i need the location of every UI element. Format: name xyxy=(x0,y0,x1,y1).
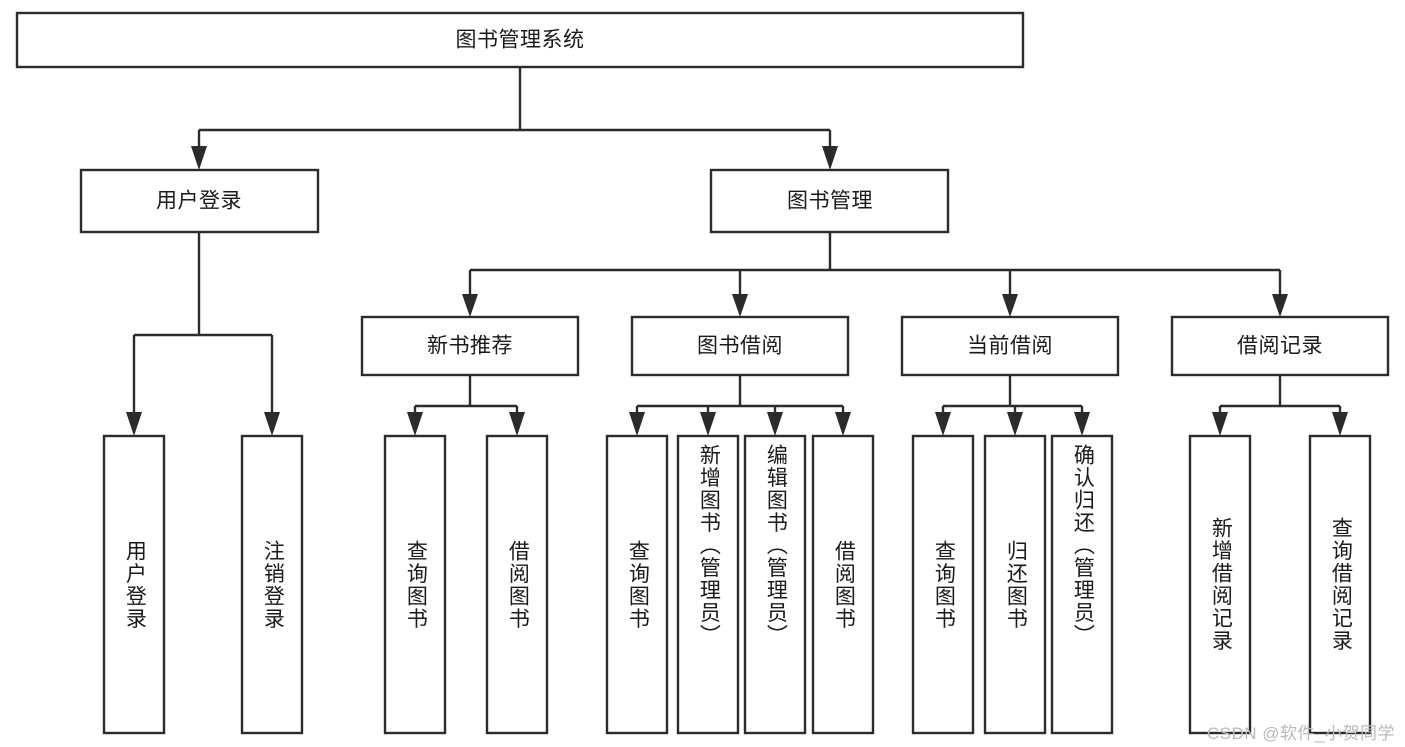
arrow-head-leaf-user-logout xyxy=(264,412,280,436)
arrow-head-leaf-add-record xyxy=(1212,412,1228,436)
arrow-head-user-login xyxy=(191,146,207,170)
node-leaf-confirm-return-box[interactable] xyxy=(1050,434,1114,735)
arrow-head-leaf-confirm-return xyxy=(1074,412,1090,436)
arrow-head-leaf-edit-book-admin xyxy=(767,412,783,436)
node-leaf-borrow-book-1-box[interactable] xyxy=(485,434,549,735)
connector-group-current-borrow xyxy=(935,375,1090,436)
node-user-login-label: 用户登录 xyxy=(156,190,242,213)
node-current-borrow[interactable]: 当前借阅 xyxy=(900,315,1120,377)
node-new-book-recommend-label: 新书推荐 xyxy=(427,335,513,358)
arrow-head-leaf-query-record xyxy=(1332,412,1348,436)
connector-group-root xyxy=(191,67,838,170)
arrow-head-borrow-record xyxy=(1272,294,1288,317)
node-book-borrow-box[interactable] xyxy=(630,315,850,377)
node-leaf-add-book-admin-box[interactable] xyxy=(676,434,740,735)
connector-group-book-manage xyxy=(462,232,1288,317)
node-borrow-record-label: 借阅记录 xyxy=(1237,335,1323,358)
arrow-head-new-book-recommend xyxy=(462,294,478,317)
connector-group-book-borrow xyxy=(629,375,851,436)
node-new-book-recommend[interactable]: 新书推荐 xyxy=(360,315,580,377)
connector-group-user-login xyxy=(126,232,280,436)
arrow-head-current-borrow xyxy=(1002,294,1018,317)
node-leaf-query-book-1-box[interactable] xyxy=(383,434,447,735)
node-root-box[interactable] xyxy=(15,11,1025,69)
node-leaf-query-book-2-box[interactable] xyxy=(605,434,669,735)
node-book-manage-label: 图书管理 xyxy=(787,190,873,213)
arrow-head-leaf-borrow-book-2 xyxy=(835,412,851,436)
node-book-manage[interactable]: 图书管理 xyxy=(709,168,950,234)
node-root-label: 图书管理系统 xyxy=(456,29,585,52)
node-leaf-return-book-box[interactable] xyxy=(983,434,1047,735)
arrow-head-leaf-user-login xyxy=(126,412,142,436)
arrow-head-leaf-query-book-2 xyxy=(629,412,645,436)
arrow-head-leaf-borrow-book-1 xyxy=(509,412,525,436)
arrow-head-leaf-query-book-1 xyxy=(407,412,423,436)
connector-group-new-book-recommend xyxy=(407,375,525,436)
node-book-borrow[interactable]: 图书借阅 xyxy=(630,315,850,377)
node-root[interactable]: 图书管理系统 xyxy=(15,11,1025,69)
leaf-box-group xyxy=(102,434,1372,735)
node-leaf-user-logout-box[interactable] xyxy=(240,434,304,735)
node-leaf-query-record-box[interactable] xyxy=(1308,434,1372,735)
node-borrow-record-box[interactable] xyxy=(1170,315,1390,377)
arrow-head-leaf-return-book xyxy=(1007,412,1023,436)
node-user-login-box[interactable] xyxy=(79,168,320,234)
node-book-manage-box[interactable] xyxy=(709,168,950,234)
arrow-head-book-borrow xyxy=(732,294,748,317)
arrow-head-book-manage xyxy=(822,146,838,170)
connector-group-borrow-record xyxy=(1212,375,1348,436)
arrow-head-leaf-add-book-admin xyxy=(700,412,716,436)
arrow-head-leaf-query-book-3 xyxy=(935,412,951,436)
node-leaf-edit-book-admin-box[interactable] xyxy=(743,434,807,735)
node-leaf-query-book-3-box[interactable] xyxy=(911,434,975,735)
node-borrow-record[interactable]: 借阅记录 xyxy=(1170,315,1390,377)
node-new-book-recommend-box[interactable] xyxy=(360,315,580,377)
node-leaf-borrow-book-2-box[interactable] xyxy=(811,434,875,735)
node-book-borrow-label: 图书借阅 xyxy=(697,335,783,358)
node-current-borrow-box[interactable] xyxy=(900,315,1120,377)
node-leaf-user-login-box[interactable] xyxy=(102,434,166,735)
node-current-borrow-label: 当前借阅 xyxy=(967,335,1053,358)
node-user-login[interactable]: 用户登录 xyxy=(79,168,320,234)
csdn-watermark: CSDN @软件_小贺同学 xyxy=(1206,724,1395,743)
node-leaf-add-record-box[interactable] xyxy=(1188,434,1252,735)
